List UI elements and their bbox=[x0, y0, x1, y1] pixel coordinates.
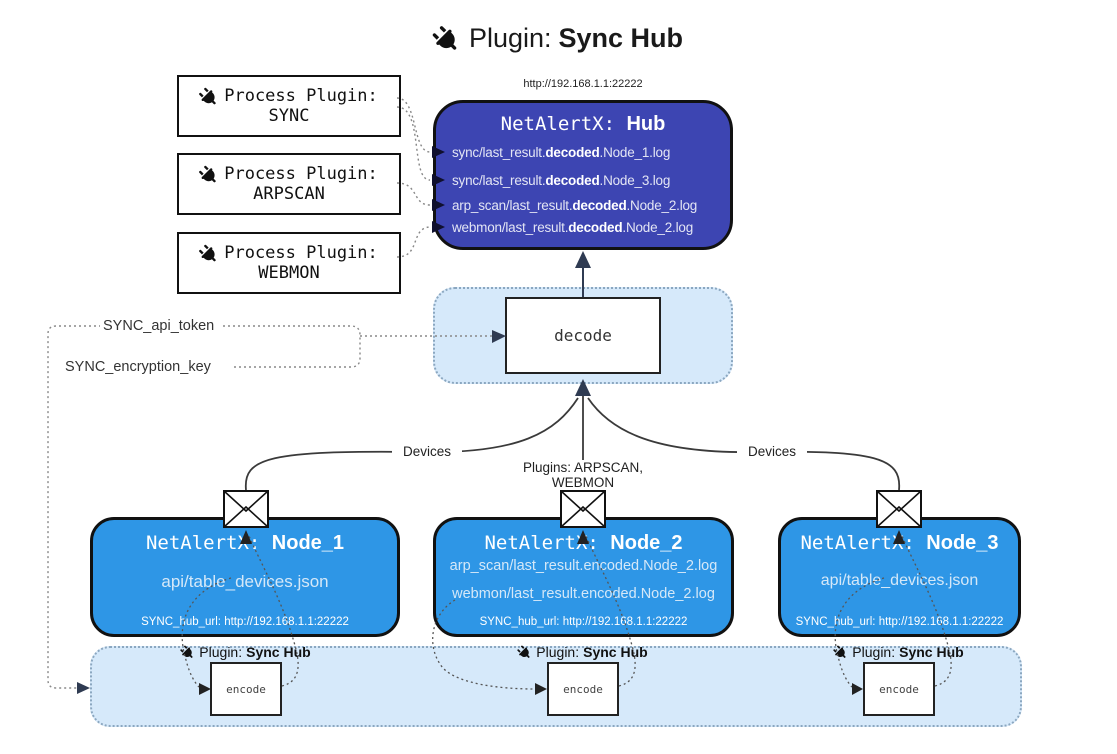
process-plugin-box-webmon: Process Plugin: WEBMON bbox=[177, 232, 401, 294]
encode-label: encode bbox=[563, 682, 603, 696]
line-sync-to-hub-1 bbox=[396, 97, 431, 153]
page-title-name: Sync Hub bbox=[558, 22, 684, 53]
encode-box: encode bbox=[863, 662, 935, 716]
encoder-plugin-label: Plugin:Sync Hub bbox=[503, 644, 663, 660]
plug-icon bbox=[199, 165, 219, 184]
encode-box: encode bbox=[210, 662, 282, 716]
hub-title-name: Hub bbox=[626, 113, 666, 135]
hub-title-prefix: NetAlertX: bbox=[500, 113, 627, 135]
decode-label: decode bbox=[554, 326, 612, 345]
node-file: webmon/last_result.encoded.Node_2.log bbox=[452, 586, 715, 602]
hub-log-line: webmon/last_result.decoded.Node_2.log bbox=[452, 220, 693, 235]
hub-log-line: sync/last_result.decoded.Node_1.log bbox=[452, 145, 671, 160]
node-box-node-2: NetAlertX: Node_2 arp_scan/last_result.e… bbox=[433, 517, 734, 637]
edge-label-plugins: Plugins: ARPSCAN, WEBMON bbox=[493, 460, 673, 490]
line-api-token bbox=[223, 325, 361, 336]
node-box-node-1: NetAlertX: Node_1 api/table_devices.json… bbox=[90, 517, 400, 637]
node-title: NetAlertX: Node_1 bbox=[145, 532, 345, 554]
node-title: NetAlertX: Node_2 bbox=[484, 532, 683, 554]
encoder-plugin-label: Plugin:Sync Hub bbox=[819, 644, 979, 660]
encoder-plugin-label: Plugin:Sync Hub bbox=[166, 644, 326, 660]
hub-title: NetAlertX: Hub bbox=[436, 113, 730, 136]
page-title-prefix: Plugin: bbox=[468, 22, 552, 53]
envelope-icon bbox=[223, 490, 269, 528]
node-box-node-3: NetAlertX: Node_3 api/table_devices.json… bbox=[778, 517, 1021, 637]
hub-log-line: arp_scan/last_result.decoded.Node_2.log bbox=[452, 198, 698, 213]
process-plugin-box-sync: Process Plugin: SYNC bbox=[177, 75, 401, 137]
process-plugin-label: Process Plugin: bbox=[224, 86, 378, 106]
plug-icon bbox=[199, 87, 219, 106]
line-settings-to-encoders bbox=[47, 325, 101, 689]
plug-icon bbox=[199, 244, 219, 263]
process-plugin-name: WEBMON bbox=[258, 263, 320, 283]
node-hub-url: SYNC_hub_url: http://192.168.1.1:22222 bbox=[479, 616, 688, 628]
line-arpscan-to-hub bbox=[396, 182, 431, 206]
process-plugin-box-arpscan: Process Plugin: ARPSCAN bbox=[177, 153, 401, 215]
envelope-icon bbox=[876, 490, 922, 528]
encode-box: encode bbox=[547, 662, 619, 716]
setting-api-token: SYNC_api_token bbox=[100, 318, 218, 334]
encode-label: encode bbox=[226, 682, 266, 696]
edge-label-devices-right: Devices bbox=[737, 444, 807, 459]
edge-label-devices-left: Devices bbox=[392, 444, 462, 459]
process-plugin-label: Process Plugin: bbox=[224, 164, 378, 184]
process-plugin-label: Process Plugin: bbox=[224, 243, 378, 263]
node-file: api/table_devices.json bbox=[161, 572, 329, 591]
setting-encryption-key: SYNC_encryption_key bbox=[62, 359, 214, 375]
process-plugin-name: ARPSCAN bbox=[253, 184, 325, 204]
plug-icon bbox=[180, 645, 195, 659]
process-plugin-name: SYNC bbox=[268, 106, 310, 126]
node-file: arp_scan/last_result.encoded.Node_2.log bbox=[449, 558, 718, 574]
plug-icon bbox=[833, 645, 848, 659]
plug-icon bbox=[432, 25, 461, 52]
decode-box: decode bbox=[505, 297, 661, 374]
node-hub-url: SYNC_hub_url: http://192.168.1.1:22222 bbox=[141, 616, 349, 628]
page-title: Plugin: Sync Hub bbox=[0, 16, 1117, 60]
node-hub-url: SYNC_hub_url: http://192.168.1.1:22222 bbox=[795, 616, 1004, 628]
hub-box: NetAlertX: Hub sync/last_result.decoded.… bbox=[433, 100, 733, 250]
plug-icon bbox=[517, 645, 532, 659]
line-sync-to-hub-2 bbox=[396, 106, 431, 181]
node-title: NetAlertX: Node_3 bbox=[800, 532, 999, 554]
hub-url-label: http://192.168.1.1:22222 bbox=[523, 78, 643, 90]
line-encryption-key bbox=[234, 335, 361, 368]
envelope-icon bbox=[560, 490, 606, 528]
hub-log-line: sync/last_result.decoded.Node_3.log bbox=[452, 173, 671, 188]
line-webmon-to-hub bbox=[396, 226, 431, 258]
node-file: api/table_devices.json bbox=[820, 572, 979, 589]
encode-label: encode bbox=[879, 682, 919, 696]
